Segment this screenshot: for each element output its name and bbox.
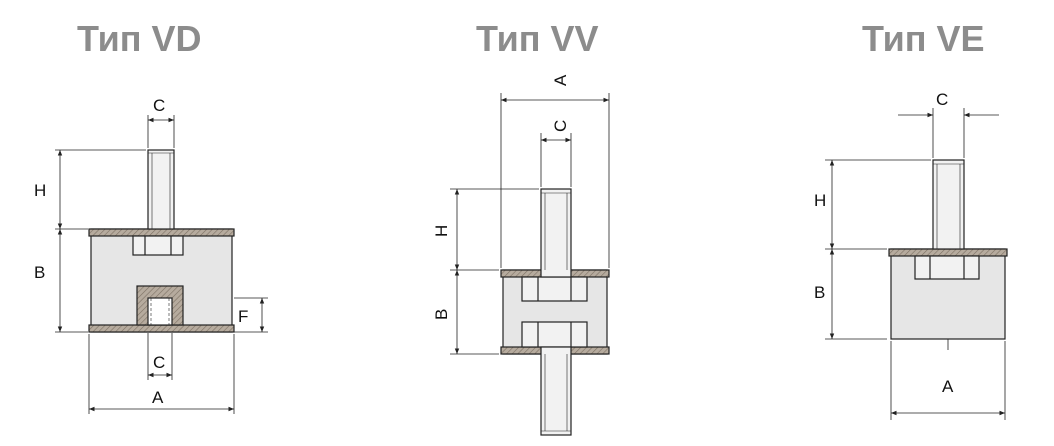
ve-label-a: A: [942, 377, 954, 396]
vv-top-nut: [521, 276, 588, 302]
title-type-ve: Тип VE: [862, 18, 985, 59]
mount-vv: [500, 188, 610, 436]
vd-stud: [147, 149, 175, 230]
ve-label-c: C: [936, 90, 948, 109]
vd-label-h: H: [34, 181, 46, 200]
ve-top-plate: [888, 248, 1008, 257]
ve-label-b: B: [814, 283, 825, 302]
vd-label-a: A: [152, 388, 164, 407]
mount-vd: [88, 149, 235, 333]
mount-ve: [888, 159, 1008, 350]
vv-top-stud: [540, 188, 572, 278]
vv-label-a: A: [551, 74, 570, 86]
ve-dimensions: [825, 108, 1006, 420]
title-type-vv: Тип VV: [476, 18, 599, 59]
ve-nut: [914, 255, 980, 280]
vd-top-plate: [88, 228, 235, 237]
ve-label-h: H: [814, 191, 826, 210]
vv-label-b: B: [432, 309, 451, 320]
ve-stud: [932, 159, 965, 250]
vd-label-c-top: C: [153, 96, 165, 115]
vv-label-c: C: [551, 120, 570, 132]
vd-label-c-bottom: C: [153, 353, 165, 372]
vv-dimensions: [450, 93, 610, 355]
vv-bottom-stud: [540, 346, 572, 436]
vv-bottom-nut: [521, 321, 588, 348]
vd-label-b: B: [34, 263, 45, 282]
vd-bottom-plate: [88, 324, 235, 333]
vd-top-nut: [132, 235, 184, 256]
vd-dimensions: [55, 115, 268, 414]
title-type-vd: Тип VD: [77, 18, 202, 59]
vv-label-h: H: [432, 225, 451, 237]
vd-label-f: F: [238, 307, 248, 326]
